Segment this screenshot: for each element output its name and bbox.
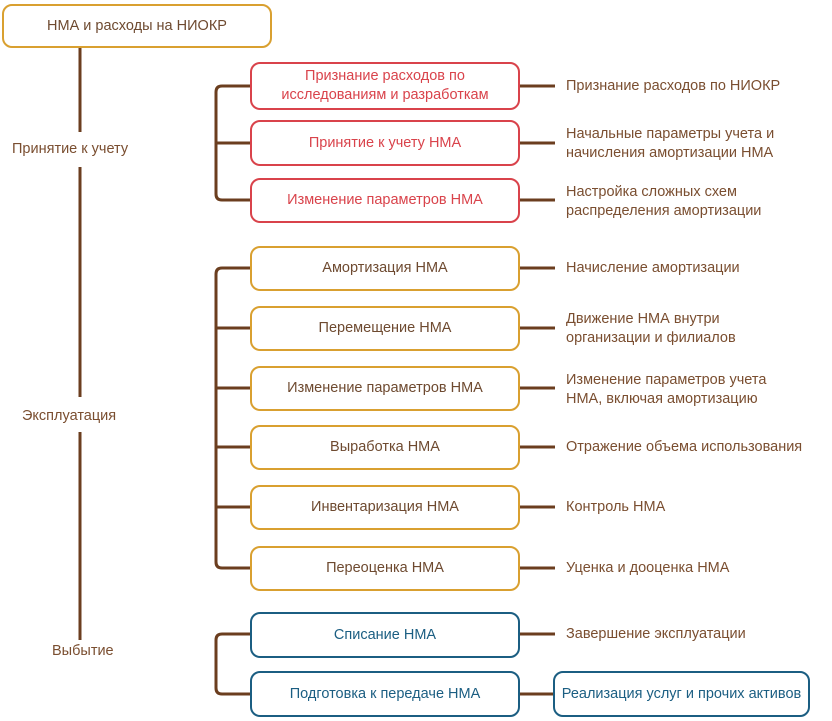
desc-end-of-use: Завершение эксплуатации — [566, 626, 746, 642]
node-rd-expense-recognition: Признание расходов по исследованиям и ра… — [250, 62, 520, 110]
node-transfer-prep: Подготовка к передаче НМА — [250, 671, 520, 717]
bracket-stage2 — [214, 266, 250, 570]
desc-depreciation-accrual: Начисление амортизации — [566, 260, 740, 276]
desc-initial-params: Начальные параметры учета и начисления а… — [566, 126, 775, 161]
desc-rd-expense: Признание расходов по НИОКР — [566, 78, 781, 94]
node-sale-services-assets: Реализация услуг и прочих активов — [553, 671, 810, 717]
desc-depreciation-schemes: Настройка сложных схем распределения амо… — [566, 184, 762, 219]
bracket-stage3 — [214, 632, 250, 696]
desc-param-change: Изменение параметров учета НМА, включая … — [566, 372, 767, 407]
desc-usage-volume: Отражение объема использования — [566, 439, 803, 455]
stage-label-acceptance: Принятие к учету — [12, 141, 129, 157]
node-ima-param-change-1: Изменение параметров НМА — [250, 178, 520, 223]
node-depreciation: Амортизация НМА — [250, 246, 520, 291]
desc-control: Контроль НМА — [566, 499, 666, 515]
node-revaluation: Переоценка НМА — [250, 546, 520, 591]
node-ima-param-change-2: Изменение параметров НМА — [250, 366, 520, 411]
node-ima-acceptance: Принятие к учету НМА — [250, 120, 520, 166]
node-inventory: Инвентаризация НМА — [250, 485, 520, 530]
node-write-off: Списание НМА — [250, 612, 520, 658]
root-node: НМА и расходы на НИОКР — [2, 4, 272, 48]
node-output: Выработка НМА — [250, 425, 520, 470]
stage-label-disposal: Выбытие — [52, 643, 114, 659]
node-transfer: Перемещение НМА — [250, 306, 520, 351]
desc-movement: Движение НМА внутри организации и филиал… — [566, 311, 736, 346]
desc-markdown-markup: Уценка и дооценка НМА — [566, 560, 730, 576]
stage-label-operation: Эксплуатация — [22, 408, 117, 424]
